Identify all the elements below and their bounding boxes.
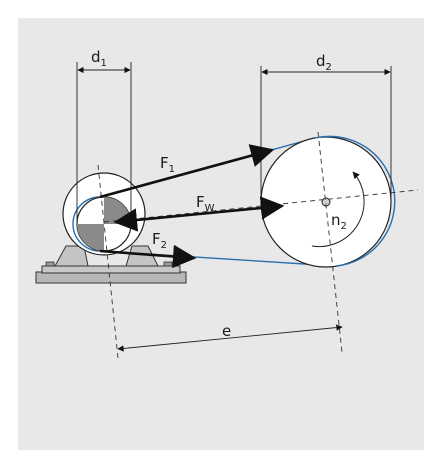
rotation-arrow-n2 — [311, 171, 365, 248]
label-d1: d1 — [91, 48, 107, 69]
base-plate — [35, 271, 187, 284]
dimension-d2 — [260, 66, 392, 202]
bolt-right — [163, 261, 173, 267]
label-f1: F1 — [160, 154, 175, 175]
label-f2: F2 — [152, 230, 167, 251]
base-top-rail — [41, 265, 181, 274]
small-pulley-sector-b — [77, 224, 104, 251]
motor-mount — [35, 245, 187, 284]
small-pulley — [76, 196, 132, 252]
force-f2-arrow — [99, 244, 197, 269]
label-e: e — [222, 322, 231, 340]
dimension-e-line — [117, 324, 343, 352]
force-f1-arrow — [99, 144, 275, 199]
belt-wrap-small — [72, 196, 101, 252]
force-vectors — [99, 144, 285, 269]
bolt-left — [45, 261, 55, 267]
belt-wrap-large — [314, 135, 396, 267]
centerline-large-vertical — [317, 131, 343, 353]
force-fw-arrow — [113, 196, 285, 232]
label-fw: FW — [196, 193, 215, 214]
label-d2: d2 — [316, 52, 332, 73]
label-n2: n2 — [331, 211, 347, 232]
